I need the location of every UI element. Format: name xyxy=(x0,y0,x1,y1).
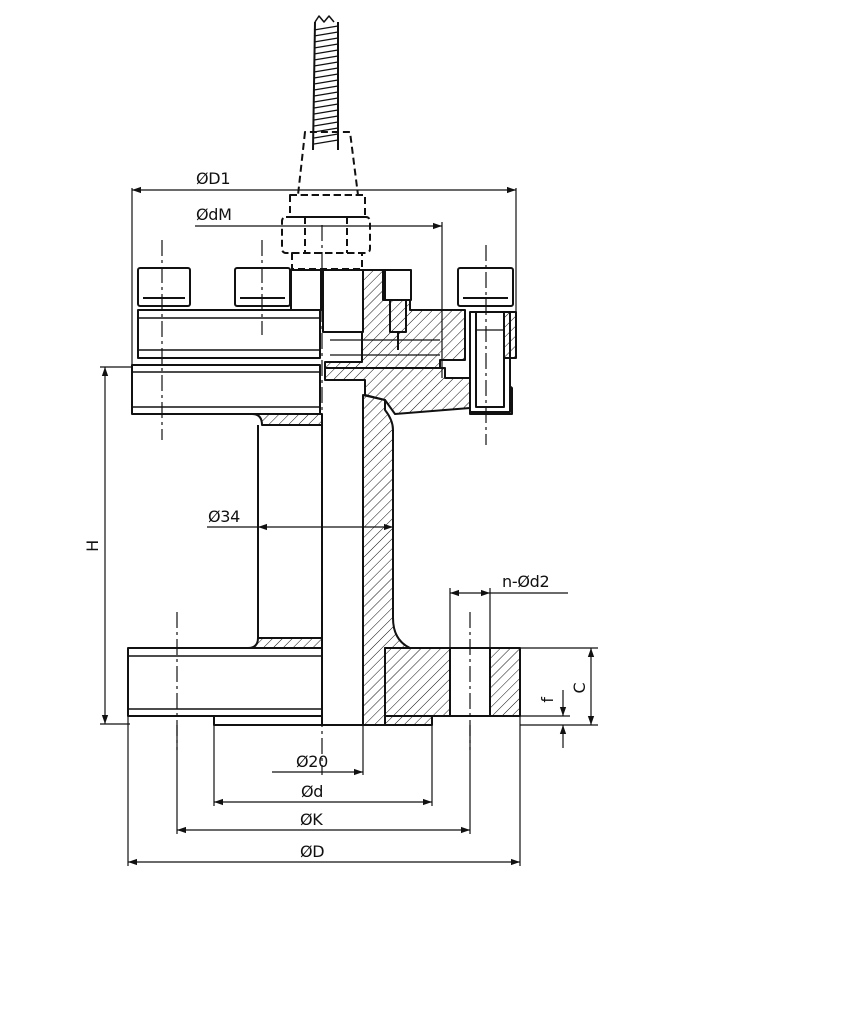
label-f: f xyxy=(538,697,557,703)
label-d20: Ø20 xyxy=(296,752,328,771)
label-D: ØD xyxy=(300,842,324,861)
label-nd2: n-Ød2 xyxy=(502,572,549,591)
cable-gland xyxy=(281,131,371,270)
top-clamp-plate xyxy=(137,309,321,359)
label-K: ØK xyxy=(300,810,323,829)
label-C: C xyxy=(570,682,589,693)
lower-flange xyxy=(127,647,521,726)
label-d34: Ø34 xyxy=(208,507,240,526)
dimension-labels: ØD1 ØdM Ø34 H n-Ød2 C f Ø20 Ød ØK ØD xyxy=(83,169,589,861)
lower-neck xyxy=(247,637,323,649)
label-H: H xyxy=(83,540,102,552)
cable xyxy=(312,15,339,151)
dimension-lines xyxy=(100,186,598,866)
label-d: Ød xyxy=(301,782,323,801)
upper-neck xyxy=(251,413,323,426)
label-dM: ØdM xyxy=(196,205,232,224)
label-D1: ØD1 xyxy=(196,169,230,188)
upper-flange-left xyxy=(131,364,321,415)
upper-section-right xyxy=(322,269,517,415)
